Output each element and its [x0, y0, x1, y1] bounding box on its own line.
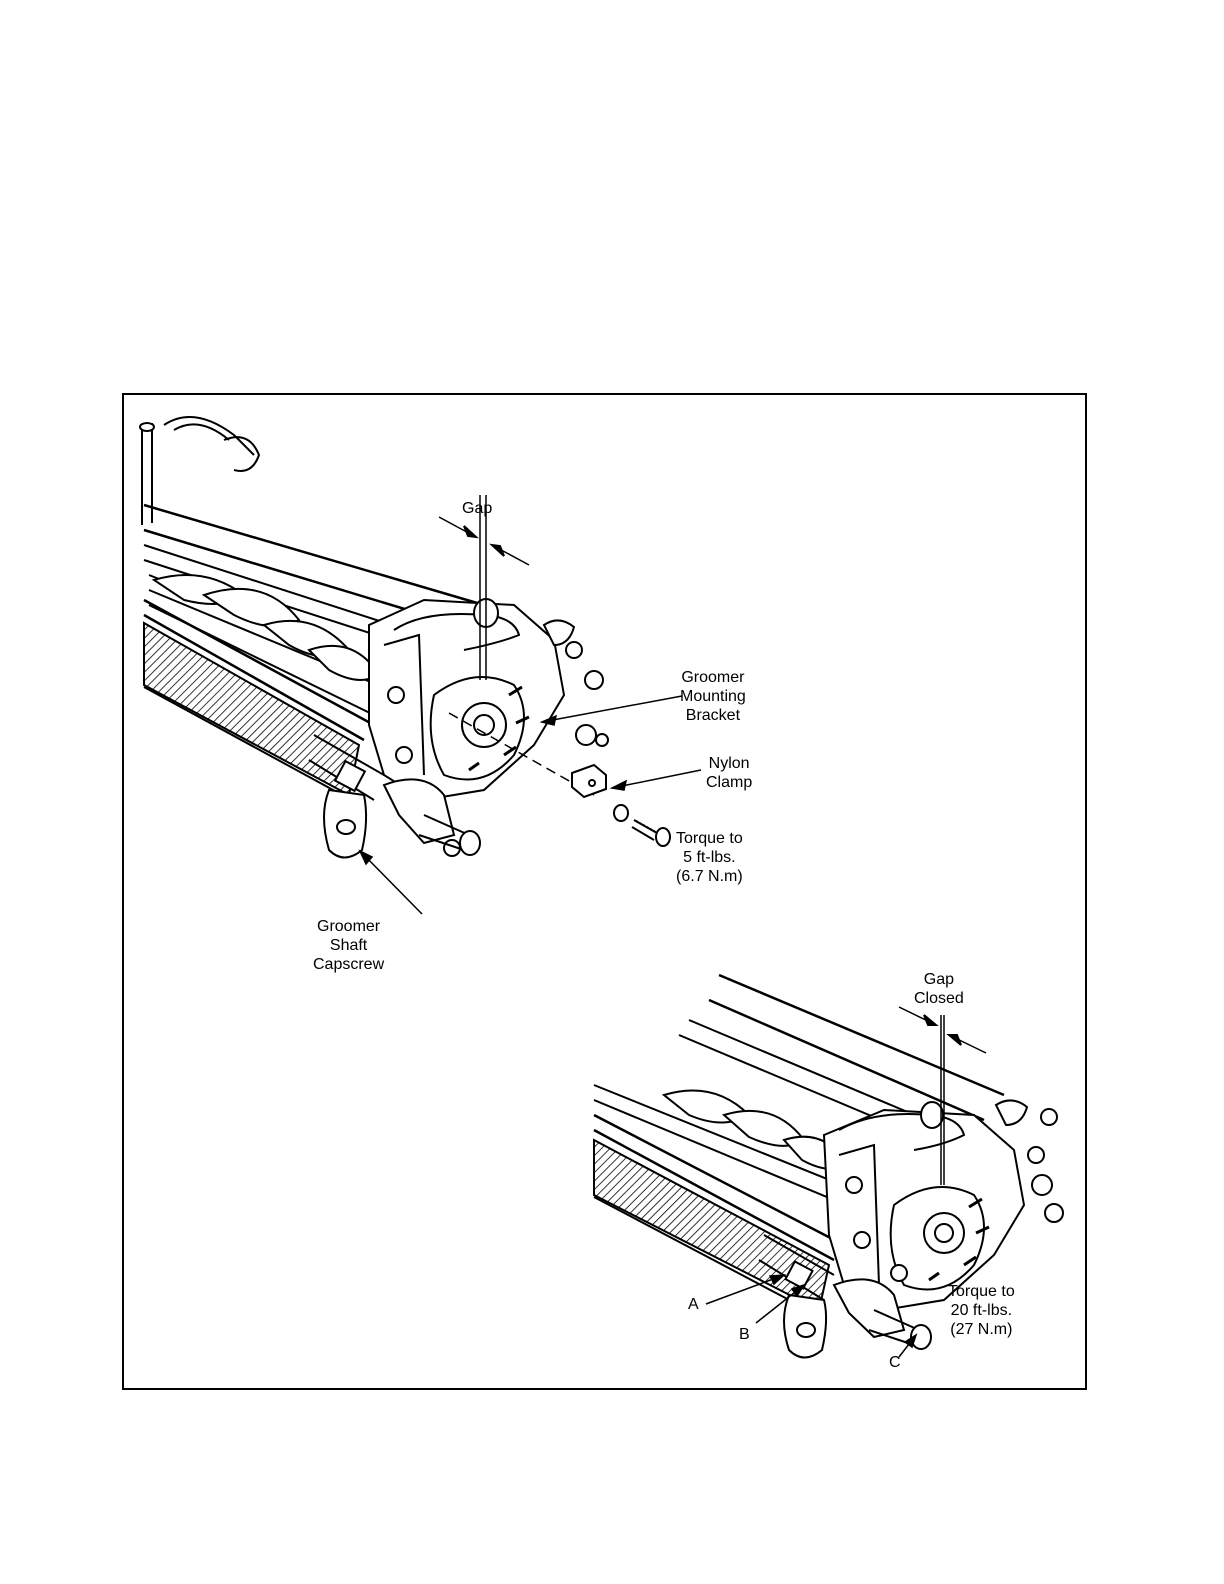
label-gap: Gap — [462, 499, 492, 518]
label-line: 5 ft-lbs. — [676, 848, 743, 867]
label-line: (27 N.m) — [948, 1320, 1015, 1339]
label-line: Closed — [914, 989, 964, 1008]
reel-illustrations — [124, 395, 1085, 1388]
label-line: (6.7 N.m) — [676, 867, 743, 886]
callout-a-text: A — [688, 1295, 699, 1314]
label-line: 20 ft-lbs. — [948, 1301, 1015, 1320]
label-groomer-shaft-capscrew: Groomer Shaft Capscrew — [313, 917, 384, 974]
figure-frame — [122, 393, 1087, 1390]
label-line: Nylon — [706, 754, 752, 773]
label-line: Torque to — [948, 1282, 1015, 1301]
label-nylon-clamp: Nylon Clamp — [706, 754, 752, 792]
label-line: Clamp — [706, 773, 752, 792]
callout-c: C — [889, 1353, 901, 1372]
callout-a: A — [688, 1295, 699, 1314]
label-line: Mounting — [680, 687, 746, 706]
label-gap-closed: Gap Closed — [914, 970, 964, 1008]
label-torque-5: Torque to 5 ft-lbs. (6.7 N.m) — [676, 829, 743, 886]
label-torque-20: Torque to 20 ft-lbs. (27 N.m) — [948, 1282, 1015, 1339]
label-line: Capscrew — [313, 955, 384, 974]
label-line: Bracket — [680, 706, 746, 725]
callout-c-text: C — [889, 1353, 901, 1372]
label-line: Groomer — [680, 668, 746, 687]
label-line: Shaft — [313, 936, 384, 955]
label-groomer-mounting-bracket: Groomer Mounting Bracket — [680, 668, 746, 725]
top-reel-assembly — [140, 417, 670, 858]
label-gap-text: Gap — [462, 499, 492, 518]
callout-b-text: B — [739, 1325, 750, 1344]
label-line: Gap — [914, 970, 964, 989]
callout-b: B — [739, 1325, 750, 1344]
label-line: Groomer — [313, 917, 384, 936]
label-line: Torque to — [676, 829, 743, 848]
